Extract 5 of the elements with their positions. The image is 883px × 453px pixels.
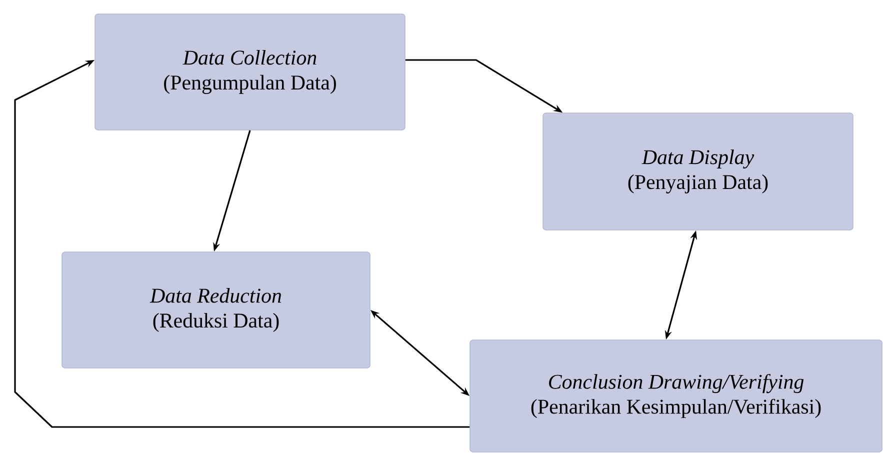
- process-box: Conclusion Drawing/Verifying (Penarikan Kesimpulan/Verifikasi): [470, 340, 882, 452]
- process-box: Data Reduction (Reduksi Data): [62, 252, 370, 368]
- process-box: Data Display (Penyajian Data): [542, 112, 854, 230]
- process-box: Data Collection (Pengumpulan Data): [94, 14, 406, 130]
- arrow: [14, 60, 470, 428]
